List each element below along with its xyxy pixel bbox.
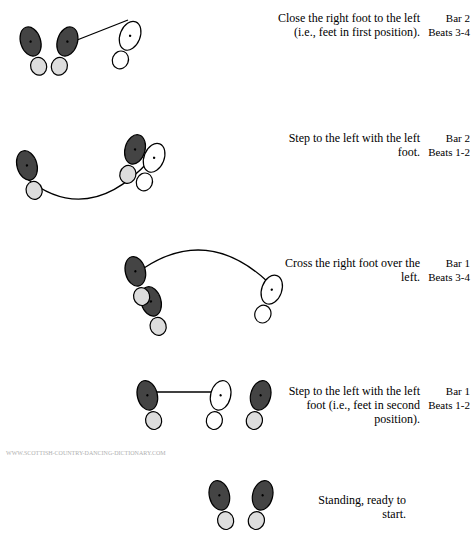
step-instruction: Close the right foot to the left (i.e., … <box>276 12 420 40</box>
beat-count: Beats 3-4 <box>420 26 470 39</box>
beat-count: Beats 1-2 <box>420 146 470 159</box>
step-figure <box>206 478 276 531</box>
beat-count: Beats 3-4 <box>420 271 470 284</box>
step-instruction: Step to the left with the left foot. <box>276 132 420 160</box>
watermark: WWW.SCOTTISH-COUNTRY-DANCING-DICTIONARY.… <box>6 450 226 457</box>
step-figure <box>122 250 286 338</box>
step-figure <box>134 378 274 431</box>
step-figure <box>16 18 145 78</box>
step-figure <box>13 132 169 202</box>
step-instruction: Step to the left with the left foot (i.e… <box>276 385 420 426</box>
beat-count: Beats 1-2 <box>420 399 470 412</box>
bar-number: Bar 2 <box>420 132 470 145</box>
step-instruction: Standing, ready to start. <box>296 494 406 522</box>
bar-number: Bar 1 <box>420 385 470 398</box>
bar-number: Bar 1 <box>420 257 470 270</box>
step-instruction: Cross the right foot over the left. <box>276 257 420 285</box>
bar-number: Bar 2 <box>420 12 470 25</box>
